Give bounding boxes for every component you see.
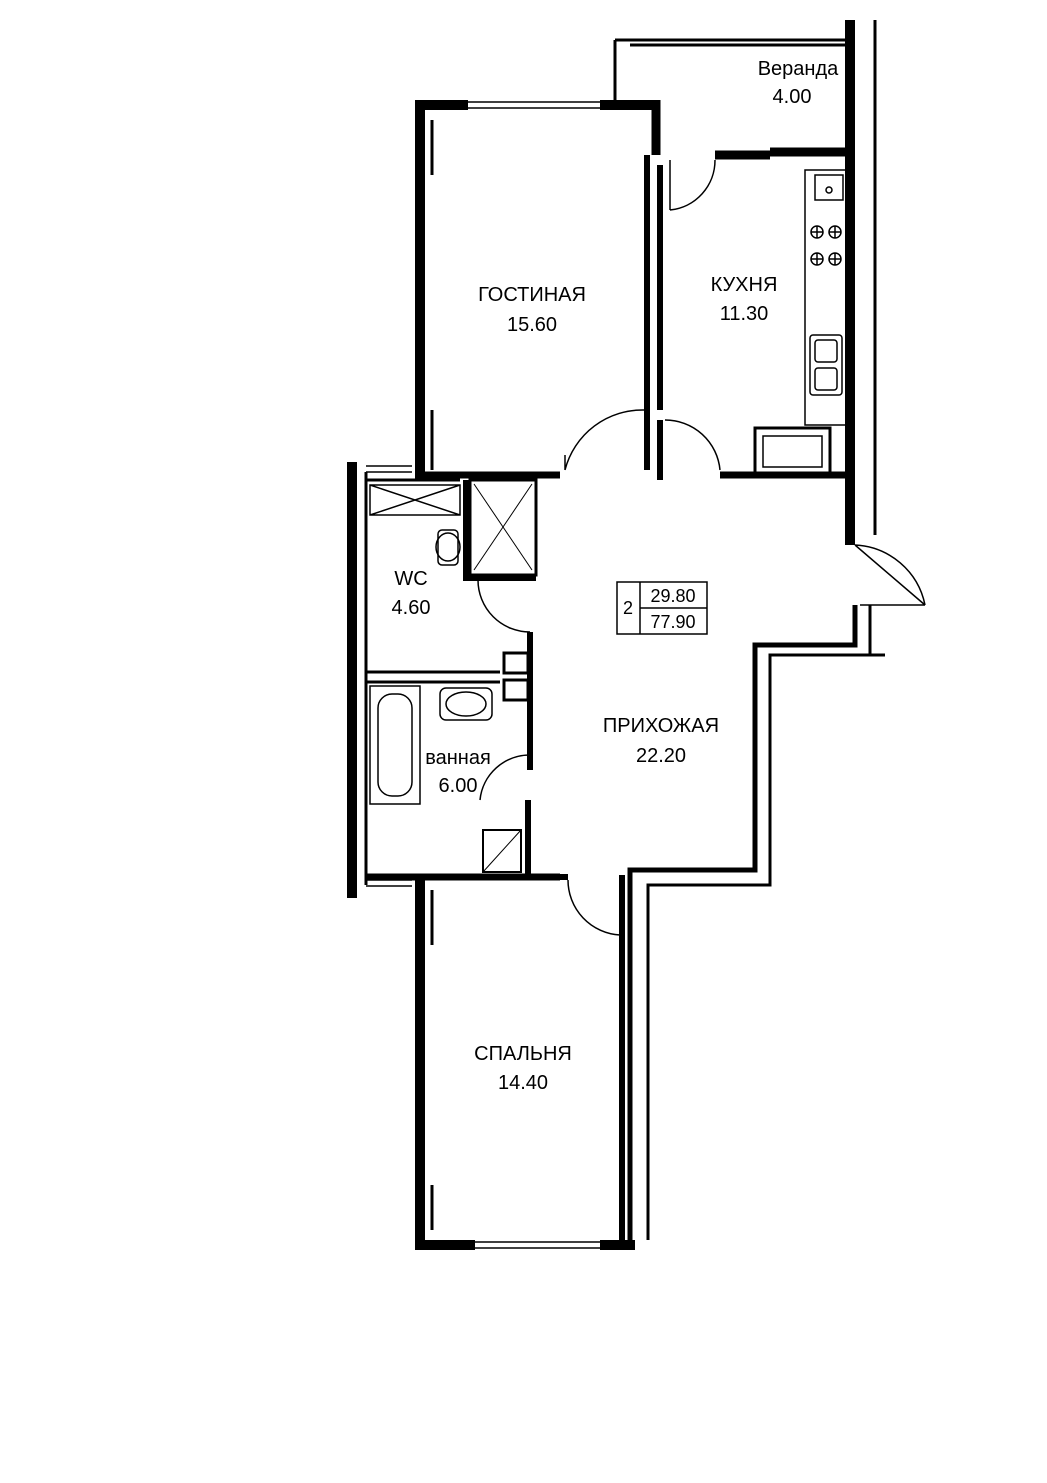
entrance-door <box>854 544 926 606</box>
wc-window <box>366 465 412 473</box>
bathroom-name: ванная <box>425 747 491 769</box>
rooms-count: 2 <box>623 598 633 618</box>
living-room-area: 15.60 <box>507 314 557 336</box>
wc-east-wall <box>463 480 536 581</box>
bath-window <box>366 879 412 887</box>
veranda-name: Веранда <box>758 58 839 80</box>
fixtures <box>369 169 848 805</box>
living-room-window <box>468 101 600 109</box>
kitchen-counter <box>804 169 848 426</box>
kitchen-sink-icon <box>809 334 843 396</box>
wc-area: 4.60 <box>392 597 431 619</box>
living-room-door <box>564 409 646 471</box>
wc-shaft <box>468 478 538 577</box>
summary-dividers <box>639 582 707 634</box>
wc-shower-tray <box>369 484 461 516</box>
corner-sink-icon <box>814 174 844 201</box>
bathroom-shaft-cross <box>482 829 522 873</box>
wc-door <box>477 579 531 633</box>
bathroom-shaft <box>482 829 522 873</box>
total-area: 77.90 <box>650 612 695 632</box>
kitchen-area: 11.30 <box>720 303 769 325</box>
wc-name: WC <box>394 568 427 590</box>
doors <box>477 159 926 936</box>
apartment-summary-box: 2 29.80 77.90 <box>616 581 708 635</box>
kitchen-north-wall <box>715 147 850 160</box>
veranda-door <box>669 159 716 211</box>
bedroom-name: СПАЛЬНЯ <box>474 1043 572 1065</box>
kitchen-name: КУХНЯ <box>711 274 778 296</box>
bathtub-icon <box>369 685 421 805</box>
walls <box>347 20 885 1250</box>
hallway-name: ПРИХОЖАЯ <box>603 715 719 737</box>
living-area: 29.80 <box>650 586 695 606</box>
vent-upper <box>502 651 530 675</box>
hallway-east-outer <box>646 605 872 1240</box>
veranda-door-window <box>720 151 770 159</box>
vent-lower <box>502 678 530 702</box>
hallway-east-wall <box>627 605 858 1245</box>
bedroom-window <box>475 1241 600 1249</box>
wc-sink-icon <box>435 529 461 566</box>
kitchen-door <box>664 419 721 471</box>
stove-icon <box>810 225 842 266</box>
hallway-area: 22.20 <box>636 745 686 767</box>
bathroom-door <box>479 754 531 801</box>
bathroom-area: 6.00 <box>439 775 478 797</box>
living-room-name: ГОСТИНАЯ <box>478 284 586 306</box>
bath-sink-icon <box>439 687 493 721</box>
bedroom-area: 14.40 <box>498 1072 548 1094</box>
windows <box>366 101 770 1249</box>
fridge-icon <box>753 426 832 475</box>
bedroom-door <box>567 879 621 936</box>
veranda-area: 4.00 <box>773 86 812 108</box>
wc-shaft-cross <box>473 483 533 571</box>
living-kitchen-partition <box>644 155 663 480</box>
veranda-north-rail <box>615 38 845 47</box>
room-labels: Веранда 4.00 ГОСТИНАЯ 15.60 КУХНЯ 11.30 … <box>392 58 840 1094</box>
